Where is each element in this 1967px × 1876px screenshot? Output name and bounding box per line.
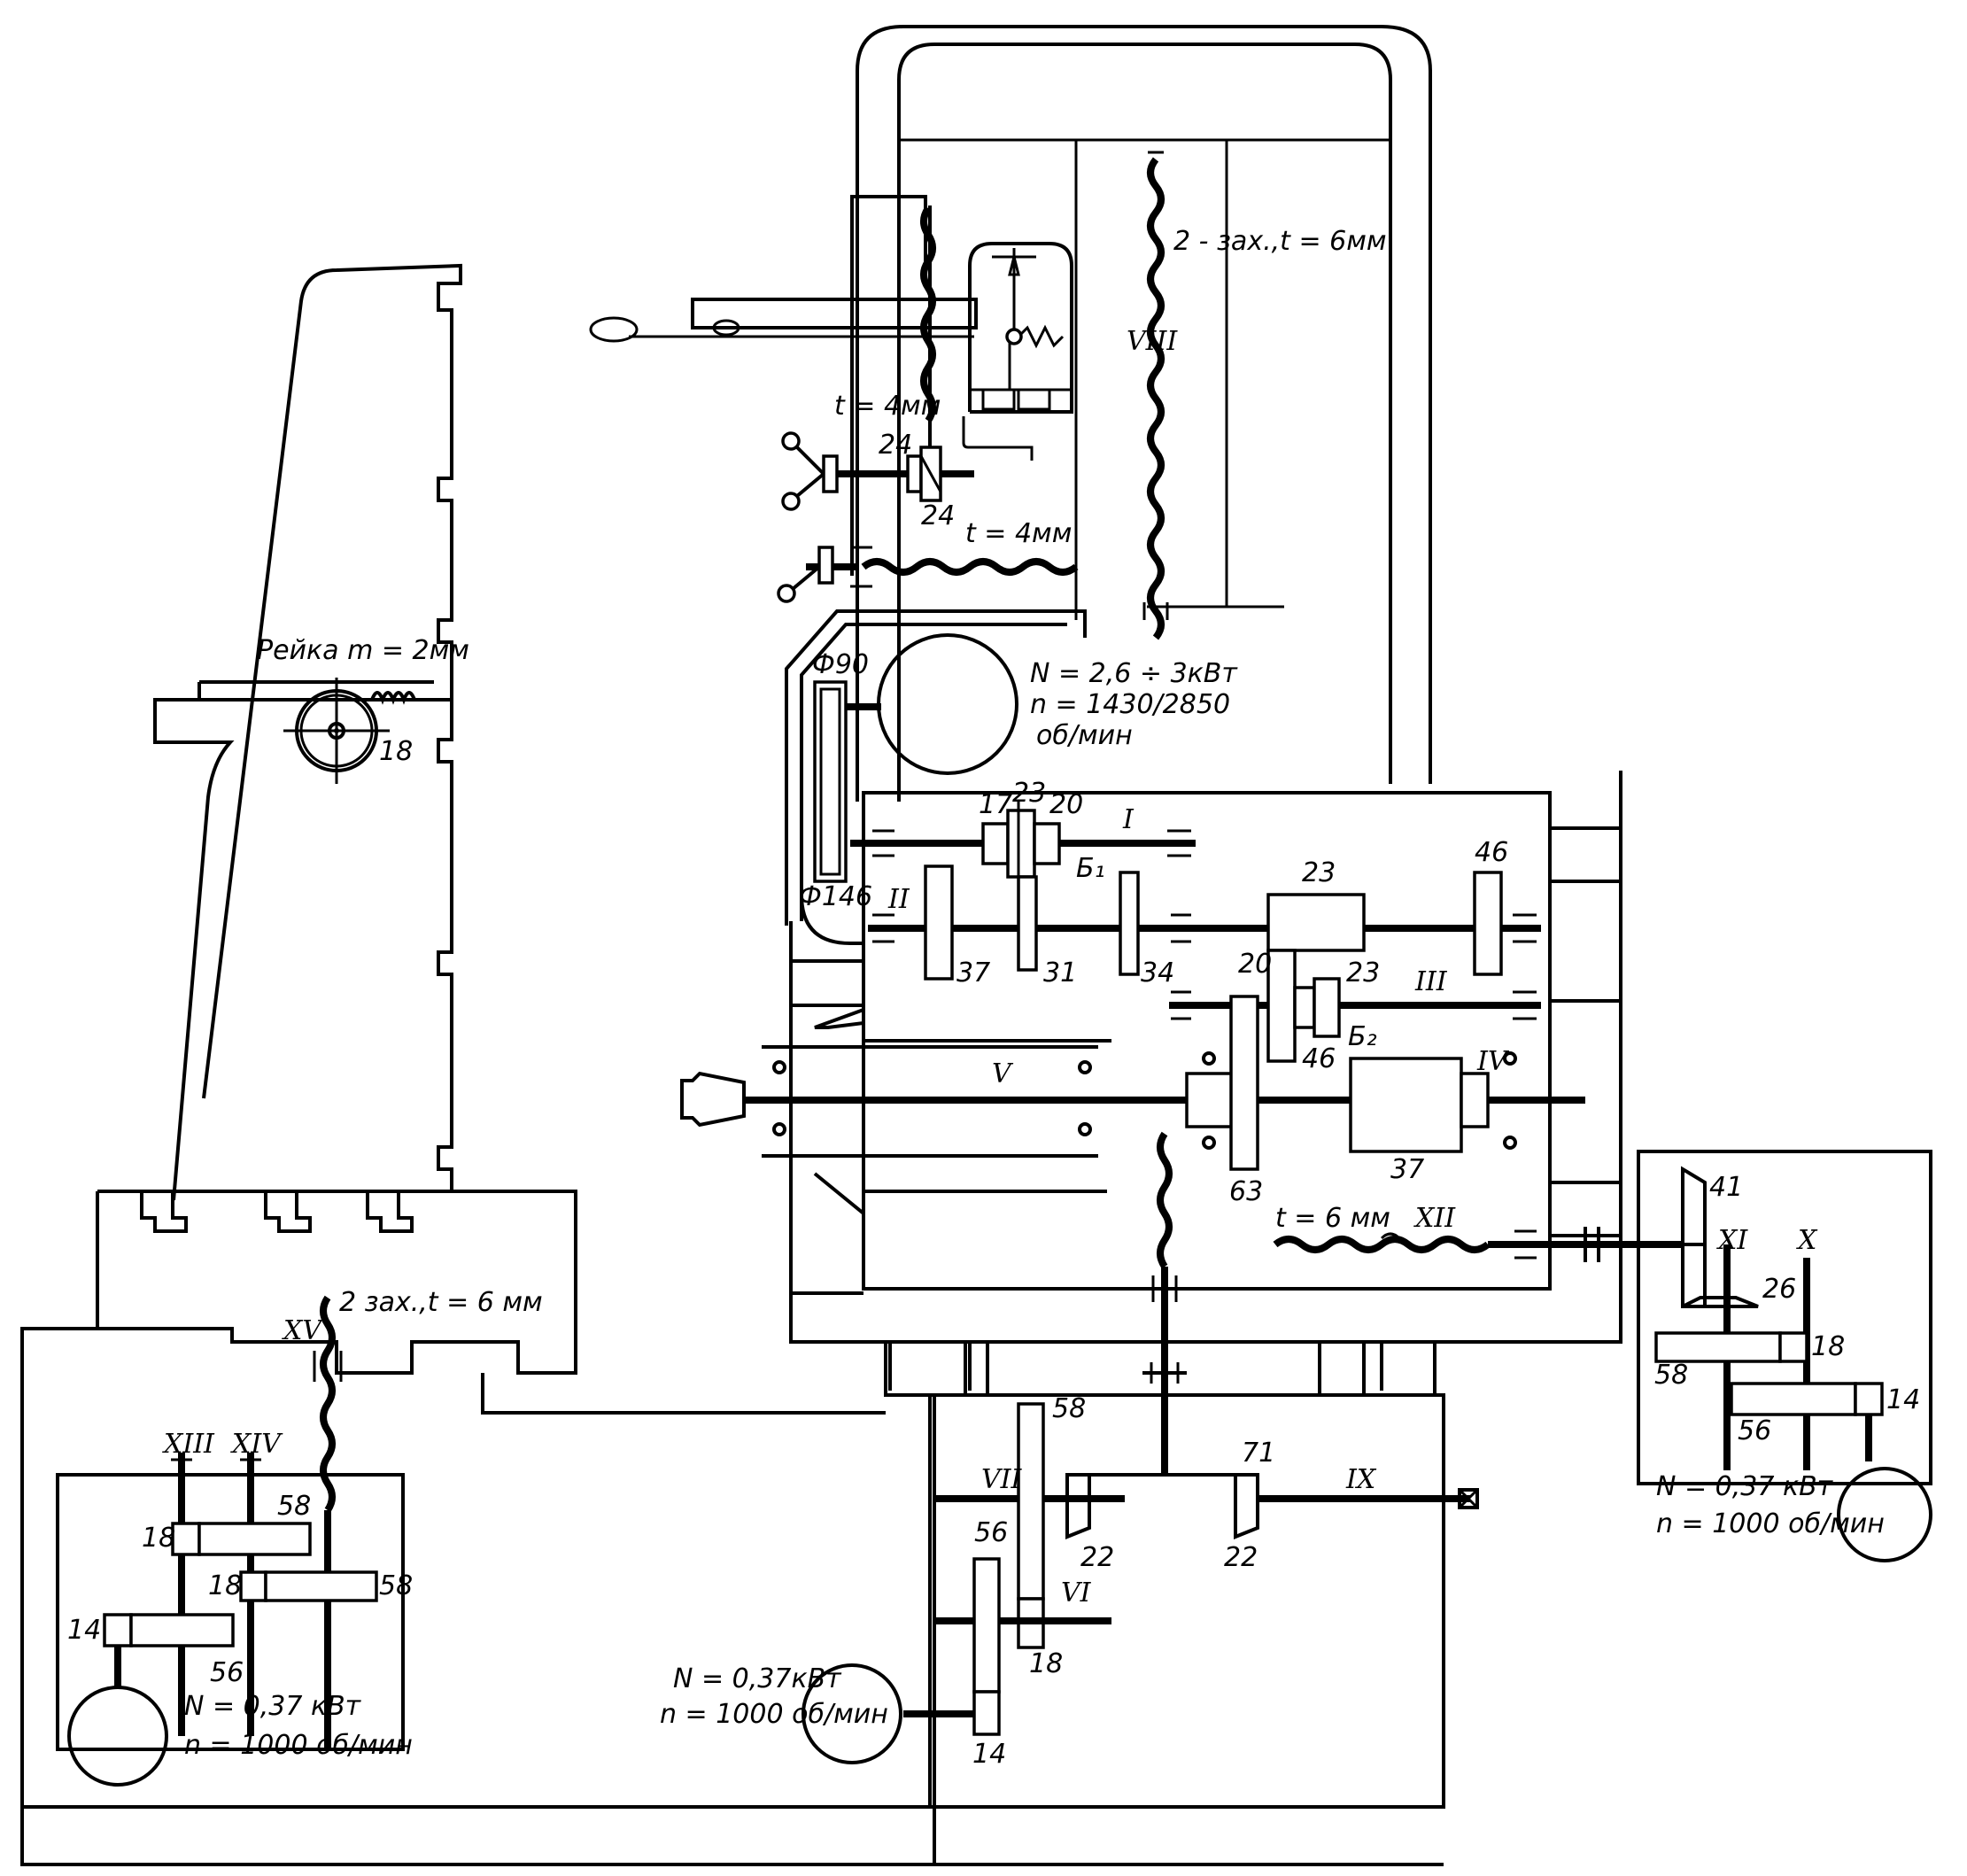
gear-label-23b: 23 [1302,857,1336,888]
gear-label-58-c: 58 [1052,1393,1086,1424]
left-feed-gearbox [56,1453,405,1787]
gear-label-22a: 22 [1080,1542,1114,1573]
gear-label-14-l: 14 [67,1615,101,1646]
gear-label-18-rack: 18 [379,736,413,767]
label-rack: Рейка m = 2мм [257,635,469,666]
label-pitch-6mm: t = 6 мм [1275,1203,1390,1234]
label-screw-vertical: 2 - зах.,t = 6мм [1173,226,1386,257]
label-motor-main-unit: об/мин [1036,720,1133,751]
shaft-label-IV: IV [1476,1046,1510,1077]
label-motor-center-speed: n = 1000 об/мин [660,1699,888,1730]
left-upright [153,263,462,1201]
gear-label-18-r: 18 [1811,1331,1845,1362]
label-motor-center-power: N = 0,37кВт [673,1663,842,1694]
right-feed-gearbox [1637,1150,1932,1562]
label-screw-lower: 2 зах.,t = 6 мм [339,1287,543,1318]
gear-label-23c: 23 [1346,957,1380,988]
gear-label-18-l2: 18 [208,1570,242,1601]
shaft-label-VIII: VIII [1127,326,1178,357]
label-clutch-b2: Б₂ [1348,1021,1377,1052]
shaft-label-XIV: XIV [230,1429,283,1460]
gear-label-18-c: 18 [1029,1648,1063,1679]
screw-XII [1273,1227,1683,1262]
gear-label-24b: 24 [921,500,955,531]
gear-label-20b: 20 [1238,949,1272,980]
gear-label-23a: 23 [1012,778,1046,809]
shaft-label-I: I [1122,804,1135,835]
gear-label-14-c: 14 [972,1739,1006,1770]
shaft-label-III: III [1414,966,1448,997]
gear-label-20a: 20 [1049,789,1083,820]
label-d90: Ф90 [812,649,869,680]
shaft-II [868,864,1541,981]
column-frame [856,25,1432,802]
shaft-label-II: II [887,884,910,915]
worm-pair-24-24 [781,431,974,511]
gear-label-41: 41 [1709,1172,1743,1203]
shaft-label-XI: XI [1716,1225,1748,1256]
label-pitch-4mm-b: t = 4мм [965,518,1072,549]
label-motor-right-power: N = 0,37 кВт [1656,1471,1834,1502]
shaft-label-XIII: XIII [162,1429,215,1460]
shaft-label-X: X [1796,1225,1818,1256]
gear-label-46a: 46 [1475,837,1508,868]
label-motor-main-power: N = 2,6 ÷ 3кВт [1030,658,1238,689]
vertical-screw-VIII [1142,151,1169,640]
shaft-label-XII: XII [1413,1203,1456,1234]
gear-label-14-r: 14 [1886,1384,1920,1415]
gear-label-34: 34 [1141,957,1174,988]
gear-label-56-c: 56 [974,1517,1008,1548]
gear-label-24a: 24 [879,430,912,461]
gear-label-31: 31 [1043,957,1077,988]
gear-label-63: 63 [1229,1176,1263,1207]
shaft-label-XV: XV [282,1315,324,1346]
gear-label-56-r: 56 [1738,1415,1771,1446]
label-d146: Ф146 [799,881,872,912]
gear-label-22b: 22 [1224,1542,1258,1573]
shaft-label-VI: VI [1061,1578,1092,1609]
base-frame [20,1190,1444,1866]
shaft-label-V: V [992,1058,1014,1089]
gear-label-17: 17 [979,789,1012,820]
gear-label-18-l1: 18 [142,1523,175,1554]
gear-label-37b: 37 [1390,1154,1424,1185]
gear-label-56-l: 56 [210,1657,244,1688]
head-feed-screw [920,205,936,423]
label-pitch-4mm-a: t = 4мм [834,391,941,422]
shaft-I [850,802,1196,879]
gear-label-58-l1: 58 [277,1491,311,1522]
spindle-V-shaft-IV [680,995,1585,1171]
label-motor-left-speed: n = 1000 об/мин [184,1730,413,1761]
gear-label-58-l2: 58 [379,1570,413,1601]
support-legs [888,1342,1383,1391]
gear-label-58-r: 58 [1654,1360,1688,1391]
main-motor-belt [785,609,1087,945]
label-motor-main-speed: n = 1430/2850 [1030,689,1230,720]
shaft-label-IX: IX [1345,1464,1377,1495]
label-motor-left-power: N = 0,37 кВт [184,1691,362,1722]
horizontal-screw-4mm [777,546,1079,603]
rack-pinion-18 [283,678,416,784]
center-feed-gearbox [802,1342,1479,1809]
gear-label-26: 26 [1762,1274,1796,1305]
shaft-label-VII: VII [981,1464,1023,1495]
gear-label-37a: 37 [956,957,990,988]
label-clutch-b1: Б₁ [1076,853,1105,884]
vertical-drive-shaft [1142,1131,1187,1475]
gearbox-housing [762,771,1622,1344]
label-motor-right-speed: n = 1000 об/мин [1656,1508,1885,1539]
gear-label-71: 71 [1242,1438,1275,1469]
gear-label-46b: 46 [1302,1043,1336,1074]
